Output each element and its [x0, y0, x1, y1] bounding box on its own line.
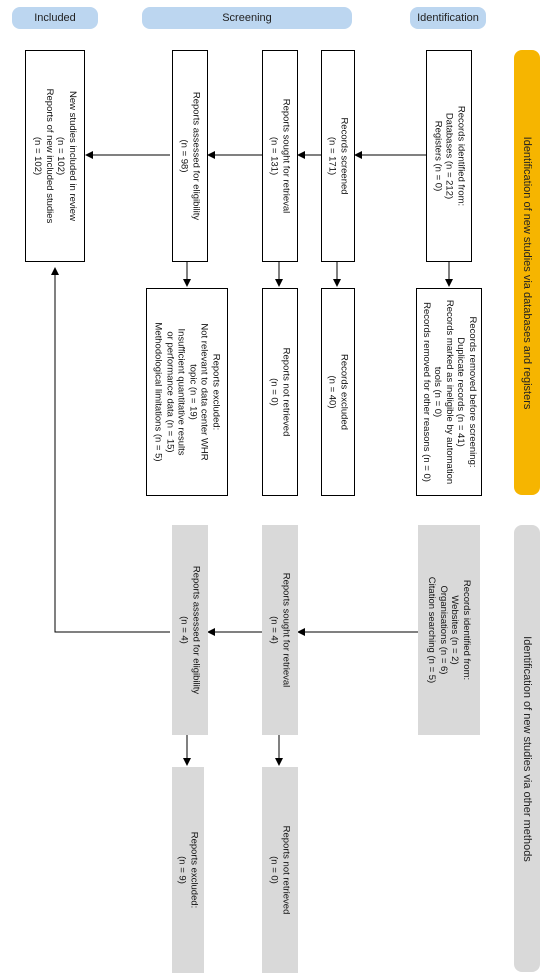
box-records-identified-other: Records identified from: Websites (n = 2… [418, 525, 480, 735]
reports-assessed-db-count: (n = 98) [179, 139, 190, 173]
box-reports-sought-db: Reports sought for retrieval (n = 131) [262, 50, 298, 262]
box-reports-assessed-other: Reports assessed for eligibility (n = 4) [172, 525, 208, 735]
arrow-assessed-other-to-included [51, 267, 170, 633]
reports-excluded-db-reason-2-count: or performance data (n = 15) [164, 331, 176, 453]
reports-not-retrieved-other-title: Reports not retrieved [280, 825, 292, 915]
reports-sought-other-title: Reports sought for retrieval [280, 572, 292, 688]
records-removed-title: Records removed before screening: [466, 316, 478, 468]
identified-other-websites: Websites (n = 2) [449, 595, 461, 665]
reports-excluded-db-title: Reports excluded: [210, 353, 222, 431]
header-included: Included [12, 7, 98, 29]
reports-assessed-db-title: Reports assessed for eligibility [190, 91, 202, 221]
box-records-screened: Records screened (n = 171) [321, 50, 355, 262]
box-records-identified: Records identified from: Databases (n = … [426, 50, 472, 262]
reports-assessed-other-count: (n = 4) [179, 616, 190, 644]
reports-sought-db-title: Reports sought for retrieval [280, 98, 292, 214]
reports-not-retrieved-db-count: (n = 0) [269, 378, 280, 406]
records-identified-databases: Databases (n = 212) [443, 112, 455, 200]
records-removed-automation-count: tools (n = 0) [432, 366, 444, 418]
box-reports-not-retrieved-db: Reports not retrieved (n = 0) [262, 288, 298, 496]
studies-included-count: (n = 102) [55, 136, 67, 176]
records-screened-count: (n = 171) [327, 136, 338, 176]
side-label-other: Identification of new studies via other … [514, 525, 540, 972]
reports-included-title: Reports of new included studies [44, 88, 55, 224]
records-removed-other: Records removed for other reasons (n = 0… [420, 302, 432, 482]
reports-excluded-db-reason-3: Methodological limitations (n = 5) [153, 322, 164, 462]
header-identification: Identification [410, 7, 486, 29]
box-reports-excluded-other: Reports excluded: (n = 9) [172, 767, 204, 973]
box-records-removed: Records removed before screening: Duplic… [416, 288, 482, 496]
header-included-label: Included [34, 12, 76, 24]
records-excluded-count: (n = 40) [327, 375, 338, 409]
box-reports-sought-other: Reports sought for retrieval (n = 4) [262, 525, 298, 735]
reports-assessed-other-title: Reports assessed for eligibility [190, 565, 202, 695]
box-reports-not-retrieved-other: Reports not retrieved (n = 0) [262, 767, 298, 973]
records-removed-automation: Records marked as ineligible by automati… [443, 299, 455, 485]
box-records-excluded: Records excluded (n = 40) [321, 288, 355, 496]
reports-excluded-db-reason-1-count: topic (n = 19) [187, 364, 199, 420]
identified-other-title: Records identified from: [461, 579, 472, 681]
studies-included-title: New studies included in review [67, 91, 78, 221]
reports-not-retrieved-other-count: (n = 0) [269, 856, 280, 884]
reports-excluded-db-reason-2: Insufficient quantitative results [176, 328, 187, 456]
header-identification-label: Identification [417, 12, 479, 24]
header-screening: Screening [142, 7, 352, 29]
reports-excluded-other-count: (n = 9) [177, 856, 188, 884]
records-identified-title: Records identified from: [455, 105, 467, 207]
reports-sought-other-count: (n = 4) [269, 616, 280, 644]
side-label-databases: Identification of new studies via databa… [514, 50, 540, 495]
records-screened-title: Records screened [338, 117, 350, 195]
records-removed-duplicates: Duplicate records (n = 41) [455, 337, 467, 447]
records-excluded-title: Records excluded [338, 353, 350, 431]
header-screening-label: Screening [222, 12, 272, 24]
box-reports-assessed-db: Reports assessed for eligibility (n = 98… [172, 50, 208, 262]
identified-other-citation: Citation searching (n = 5) [426, 576, 438, 684]
reports-excluded-other-title: Reports excluded: [188, 831, 200, 909]
reports-excluded-db-reason-1: Not relevant to data center WHR [199, 323, 210, 461]
reports-included-count: (n = 102) [32, 136, 44, 176]
reports-not-retrieved-db-title: Reports not retrieved [280, 347, 292, 437]
box-studies-included: New studies included in review (n = 102)… [25, 50, 85, 262]
box-reports-excluded-db: Reports excluded: Not relevant to data c… [146, 288, 228, 496]
records-identified-registers: Registers (n = 0) [432, 120, 444, 192]
identified-other-organisations: Organisations (n = 6) [438, 585, 449, 675]
reports-sought-db-count: (n = 131) [269, 136, 280, 176]
